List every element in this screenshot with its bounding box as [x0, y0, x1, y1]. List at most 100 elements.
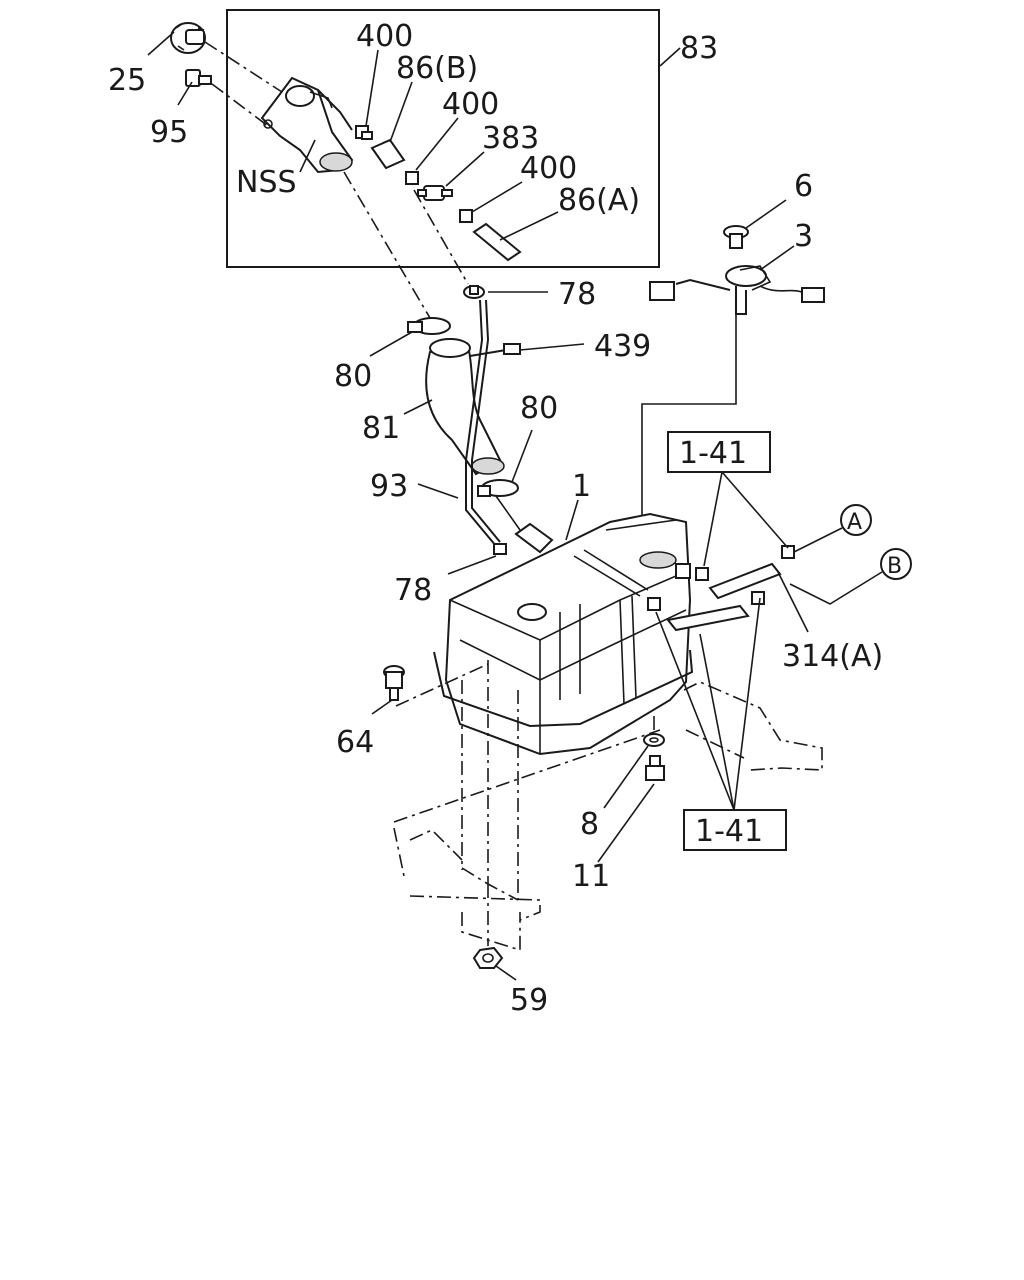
frame-rail [393, 681, 823, 921]
clamp-80-lower [477, 479, 519, 497]
align-neck-hose [343, 171, 431, 319]
leader-141-lower-a [655, 611, 735, 811]
leader-59 [495, 965, 517, 981]
leader-80-lower [511, 429, 533, 483]
fuel-tank-1 [444, 512, 709, 756]
label-141-upper: 1-41 [679, 436, 747, 471]
clip-400-b [405, 171, 419, 185]
label-95: 95 [150, 115, 188, 150]
clip-78-upper [463, 285, 485, 299]
label-314a: 314(A) [782, 639, 883, 674]
label-86b: 86(B) [396, 51, 478, 86]
washer-8 [643, 733, 665, 747]
label-86a: 86(A) [558, 183, 640, 218]
clip-400-a [355, 125, 373, 140]
leader-8 [603, 745, 649, 809]
leader-400-c [471, 181, 523, 213]
leader-141-lower-c [733, 597, 761, 811]
leader-439 [519, 343, 585, 351]
label-400-c: 400 [520, 151, 577, 186]
bolt-64 [383, 665, 405, 701]
clip-78-lower [493, 543, 507, 555]
leader-86b [389, 81, 413, 143]
callout-a-circle [840, 504, 872, 536]
callout-b-circle [880, 548, 912, 580]
label-80-upper: 80 [334, 359, 372, 394]
clip-400-c [459, 209, 473, 223]
label-callout-b: B [887, 554, 902, 579]
align-cap-neck [204, 41, 283, 93]
label-93: 93 [370, 469, 408, 504]
bolt-64-align [395, 663, 489, 707]
leader-95 [177, 81, 193, 106]
vent-hose-314a [666, 545, 795, 632]
sending-unit-3 [649, 265, 825, 315]
hose-86a [472, 222, 522, 262]
leader-400-a [365, 49, 379, 127]
inlet-pipe [514, 522, 554, 554]
screw-6 [723, 225, 749, 249]
label-11: 11 [572, 859, 610, 894]
filler-cap-25 [170, 22, 206, 54]
check-valve-383 [417, 185, 453, 201]
filler-hose-81 [425, 338, 505, 476]
label-25: 25 [108, 63, 146, 98]
label-1: 1 [572, 469, 591, 504]
leader-383 [445, 151, 485, 187]
label-400-a: 400 [356, 19, 413, 54]
leader-11 [597, 783, 655, 863]
label-6: 6 [794, 169, 813, 204]
clamp-80-upper [407, 317, 451, 335]
align-valve-78 [413, 189, 469, 285]
tank-band [433, 649, 694, 728]
leader-nss [299, 139, 316, 173]
subassembly-box-83 [226, 9, 660, 268]
leader-141-upper-b [721, 471, 789, 549]
leader-callout-a [793, 527, 843, 553]
ref-box-141-lower [683, 809, 787, 851]
leader-6 [745, 199, 787, 229]
label-83: 83 [680, 31, 718, 66]
leader-141-lower-b [699, 633, 735, 811]
label-nss: NSS [236, 165, 297, 200]
leader-86a [499, 211, 559, 241]
label-3: 3 [794, 219, 813, 254]
label-141-lower: 1-41 [695, 814, 763, 849]
label-78-lower: 78 [394, 573, 432, 608]
bolt-11 [645, 755, 665, 781]
leader-81 [403, 399, 433, 415]
breather-439 [465, 299, 521, 547]
leader-64 [371, 699, 393, 715]
breather-stub [317, 89, 353, 131]
leader-25 [147, 31, 175, 56]
label-80-lower: 80 [520, 391, 558, 426]
label-383: 383 [482, 121, 539, 156]
leader-141-upper-a [703, 471, 723, 567]
label-81: 81 [362, 411, 400, 446]
leader-400-b [415, 117, 459, 171]
leader-93 [417, 483, 459, 499]
label-64: 64 [336, 725, 374, 760]
nut-59 [472, 946, 504, 969]
align-hose-tank [495, 495, 521, 531]
leader-1 [565, 499, 579, 541]
align-bolt-neck [211, 83, 269, 127]
leader-314a [777, 571, 809, 633]
leader-80-upper [369, 331, 413, 357]
bracket-plate [461, 867, 521, 952]
label-78-upper: 78 [558, 277, 596, 312]
bolt-95 [185, 69, 212, 87]
filler-neck-nss [260, 76, 354, 174]
label-8: 8 [580, 807, 599, 842]
label-callout-a: A [847, 510, 862, 535]
hose-86b [370, 138, 406, 170]
leader-83 [659, 47, 681, 67]
sender-tank-path [641, 314, 737, 550]
leader-78-lower [447, 555, 497, 575]
label-400-b: 400 [442, 87, 499, 122]
leader-callout-b [789, 571, 883, 605]
label-439: 439 [594, 329, 651, 364]
label-59: 59 [510, 983, 548, 1018]
ref-box-141-upper [667, 431, 771, 473]
